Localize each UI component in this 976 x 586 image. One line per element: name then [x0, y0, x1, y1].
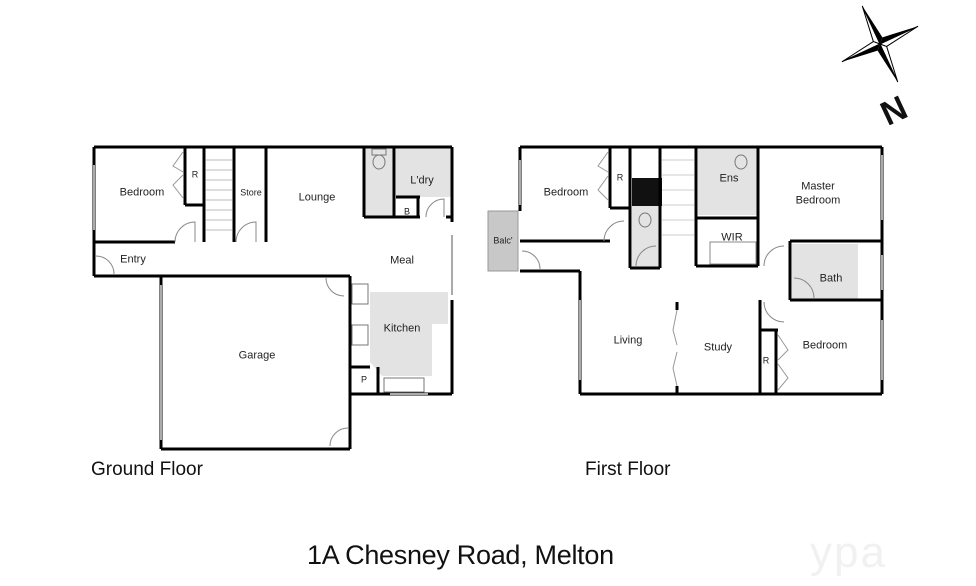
property-address: 1A Chesney Road, Melton [307, 540, 614, 570]
room-bedroom-ground: Bedroom [119, 186, 165, 199]
room-kitchen: Kitchen [383, 322, 421, 335]
room-living: Living [613, 334, 643, 347]
brand-watermark: ypa [810, 528, 887, 577]
room-robe-first-1: R [616, 172, 624, 183]
first-floor-doors [521, 151, 815, 391]
room-bedroom-first-1: Bedroom [543, 186, 589, 199]
room-store: Store [240, 187, 262, 198]
ground-floor-windows [93, 165, 453, 440]
room-master-line2: Bedroom [795, 194, 841, 207]
room-broom: B [403, 206, 411, 217]
room-master-line1: Master [801, 180, 835, 193]
room-ensuite: Ens [719, 172, 739, 185]
room-bedroom-first-2: Bedroom [802, 339, 848, 352]
room-study: Study [703, 341, 733, 354]
first-floor-title: First Floor [585, 459, 671, 480]
room-robe-first-2: R [762, 355, 770, 366]
ground-floor-title: Ground Floor [91, 459, 203, 480]
room-wir: WIR [721, 231, 743, 244]
room-meal: Meal [390, 254, 414, 267]
room-pantry: P [360, 374, 368, 385]
first-floor-windows [519, 155, 883, 380]
room-laundry: L'dry [410, 174, 434, 187]
room-robe-ground: R [191, 169, 199, 180]
ground-floor-doors [95, 148, 445, 447]
room-bath: Bath [819, 272, 843, 285]
room-entry: Entry [120, 253, 146, 266]
compass-rose-icon [841, 5, 919, 83]
room-garage: Garage [238, 349, 276, 362]
room-balcony: Balc' [493, 235, 513, 246]
room-lounge: Lounge [298, 191, 336, 204]
first-floor-plan [487, 145, 884, 396]
